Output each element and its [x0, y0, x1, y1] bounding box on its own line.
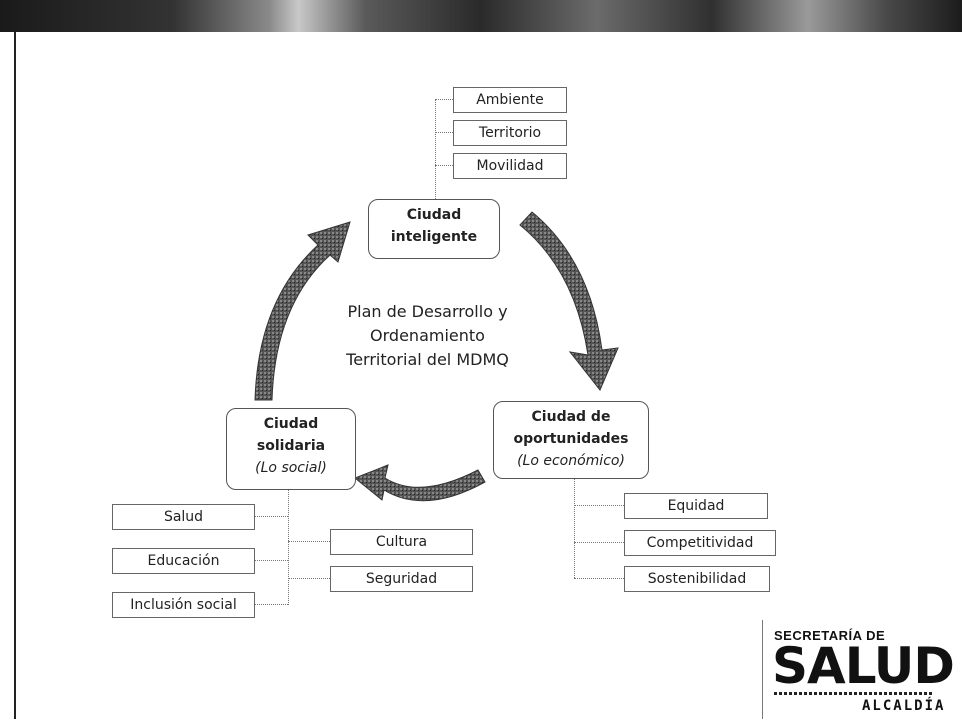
node-label-line: Ciudad de — [531, 409, 611, 425]
node-sublabel: (Lo social) — [255, 460, 327, 476]
leaf-educacion: Educación — [112, 548, 255, 574]
connector — [288, 541, 330, 542]
leaf-cultura: Cultura — [330, 529, 473, 555]
node-label-line: oportunidades — [513, 431, 629, 447]
logo-line1: SECRETARÍA DE — [774, 628, 886, 643]
node-sublabel: (Lo económico) — [517, 453, 625, 469]
node-label-line: inteligente — [390, 229, 478, 245]
leaf-sostenibilidad: Sostenibilidad — [624, 566, 770, 592]
node-ciudad-oportunidades: Ciudad de oportunidades (Lo económico) — [493, 401, 649, 479]
top-banner — [0, 0, 962, 32]
leaf-ambiente: Ambiente — [453, 87, 567, 113]
connector — [435, 99, 453, 100]
leaf-territorio: Territorio — [453, 120, 567, 146]
connector — [255, 516, 288, 517]
center-title-line: Plan de Desarrollo y — [347, 302, 508, 321]
leaf-competitividad: Competitividad — [624, 530, 776, 556]
connector — [255, 604, 288, 605]
connector — [288, 490, 289, 605]
node-ciudad-solidaria: Ciudad solidaria (Lo social) — [226, 408, 356, 490]
connector — [574, 505, 624, 506]
node-label-line: solidaria — [256, 438, 326, 454]
logo-divider — [762, 620, 763, 719]
leaf-equidad: Equidad — [624, 493, 768, 519]
node-label-line: Ciudad — [406, 207, 462, 223]
logo-line2: SALUD — [772, 637, 955, 695]
node-label-line: Ciudad — [263, 416, 319, 432]
leaf-seguridad: Seguridad — [330, 566, 473, 592]
center-title-line: Territorial del MDMQ — [346, 350, 509, 369]
center-title-line: Ordenamiento — [370, 326, 485, 345]
arrow-right — [519, 211, 619, 391]
left-border-line — [14, 32, 16, 719]
logo-stripe — [774, 692, 934, 695]
connector — [255, 560, 288, 561]
arrow-left — [254, 221, 351, 401]
diagram-center-title: Plan de Desarrollo y Ordenamiento Territ… — [320, 300, 535, 372]
leaf-movilidad: Movilidad — [453, 153, 567, 179]
connector — [574, 478, 575, 578]
logo-line3: ALCALDÍA — [862, 698, 946, 714]
connector — [435, 99, 436, 199]
connector — [574, 542, 624, 543]
leaf-salud: Salud — [112, 504, 255, 530]
connector — [574, 578, 624, 579]
node-ciudad-inteligente: Ciudad inteligente — [368, 199, 500, 259]
connector — [435, 165, 453, 166]
leaf-inclusion-social: Inclusión social — [112, 592, 255, 618]
connector — [435, 132, 453, 133]
secretaria-salud-logo: SECRETARÍA DE SALUD ALCALDÍA — [762, 620, 957, 719]
connector — [288, 578, 330, 579]
arrow-bottom — [354, 464, 486, 502]
